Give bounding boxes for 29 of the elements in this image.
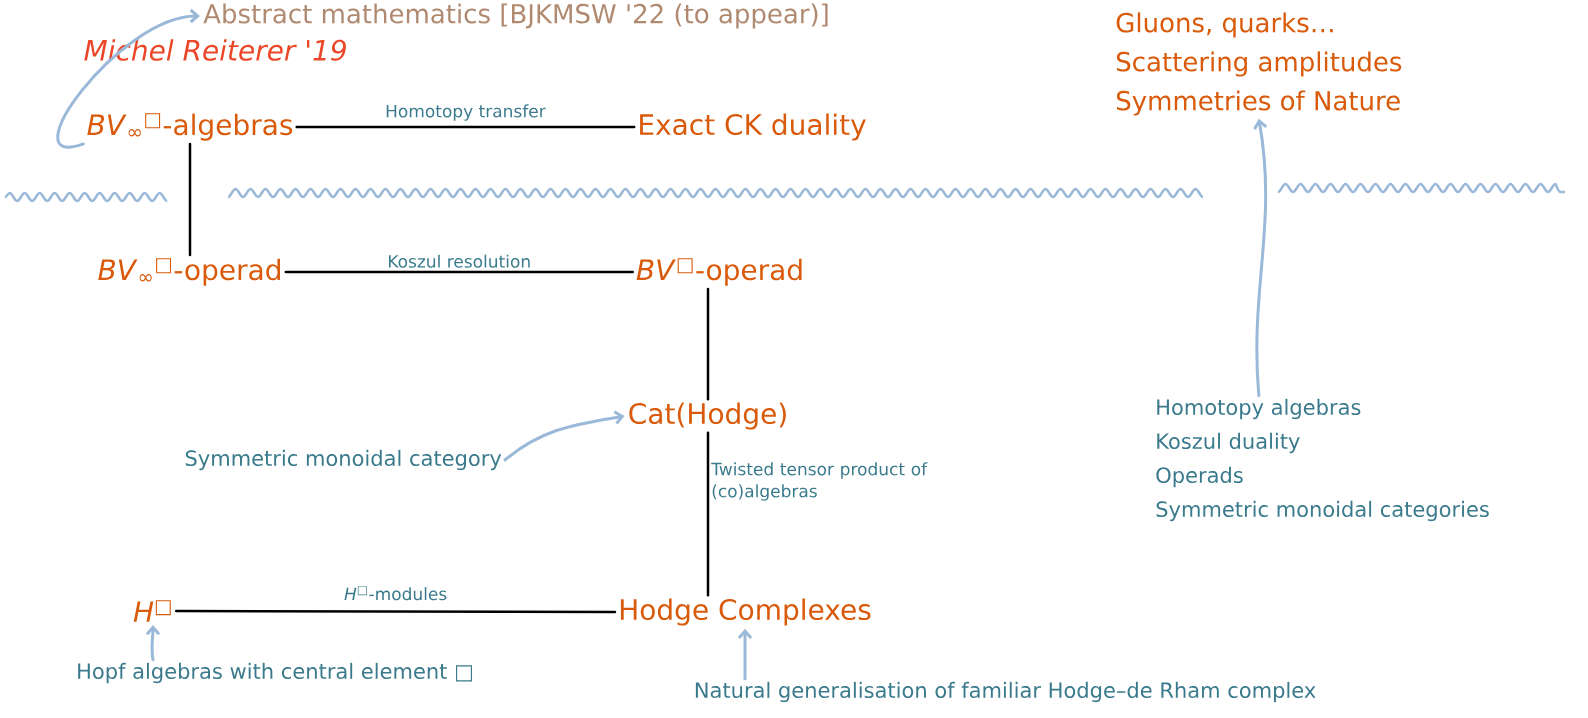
math-term: H$^{□}$ [133, 600, 171, 622]
connector-line [175, 609, 617, 614]
annotation-text: Hopf algebras with central element □ [78, 662, 472, 684]
topic-list: Homotopy algebras Koszul duality Operads Symmetric monoidal categories [1156, 398, 1489, 522]
connector-line [295, 125, 636, 129]
edge-label: Koszul resolution [389, 254, 530, 268]
arrow [56, 8, 200, 149]
annotation-text: Symmetric monoidal category [185, 449, 502, 471]
math-term: Cat(Hodge) [629, 402, 786, 430]
connector-line [188, 142, 192, 257]
math-term: BV$_{∞}$$^{□}$-operad [98, 258, 280, 286]
handwritten-note: Michel Reiterer '19 [84, 39, 346, 61]
heading-text: Abstract mathematics [BJKMSW '22 (to appear)] [203, 3, 828, 29]
arrow [1253, 118, 1268, 398]
arrow [503, 410, 625, 462]
math-term: BV$_{∞}$$^{□}$-algebras [87, 113, 293, 141]
connector-line [706, 431, 710, 597]
connector-line [284, 270, 634, 274]
math-term: Hodge Complexes [620, 598, 871, 626]
annotation-text: Natural generalisation of familiar Hodge–de Rham complex [695, 681, 1316, 703]
arrow [145, 625, 161, 662]
connector-line [706, 287, 710, 401]
physics-list: Gluons, quarks… Scattering amplitudes Symmetries of Nature [1116, 12, 1402, 116]
math-term: BV$^{□}$-operad [636, 258, 802, 286]
edge-label: H$^{□}$-modules [344, 586, 447, 601]
math-term: Exact CK duality [640, 113, 866, 141]
arrow [737, 628, 753, 681]
edge-label: Homotopy transfer [386, 104, 546, 121]
edge-label: Twisted tensor product of (co)algebras [711, 462, 928, 501]
